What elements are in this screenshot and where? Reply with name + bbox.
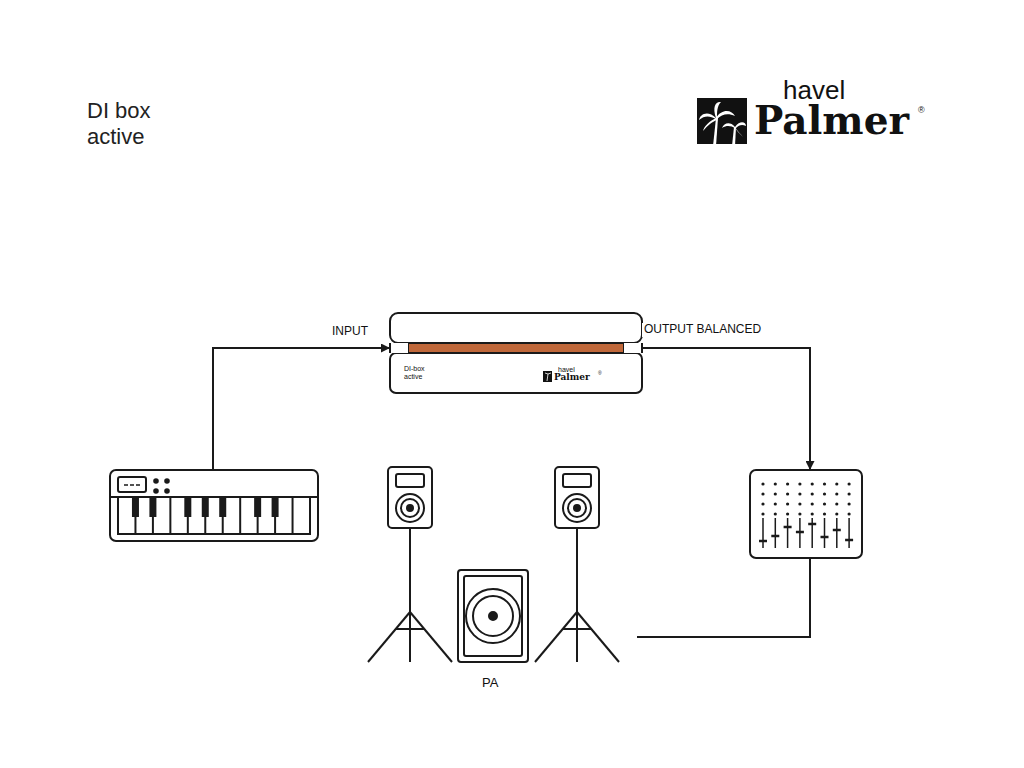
pa-system: PA: [362, 463, 637, 698]
di-box-drawing: [390, 313, 642, 393]
signal-cable: [213, 348, 390, 470]
connection-label: INPUT: [330, 325, 370, 339]
connection-label: OUTPUT BALANCED: [642, 323, 763, 337]
signal-cable: [637, 558, 810, 637]
diagram-title: DI box active: [87, 98, 167, 151]
brand-palmer: Palmer: [554, 372, 590, 382]
mixer: [750, 470, 862, 558]
di-box: DI-box activehavelPalmer®: [390, 313, 642, 393]
keyboard: [110, 470, 318, 541]
logo-palmer: Palmer: [754, 98, 909, 143]
signal-cable: [642, 348, 810, 470]
pa-drawing: [368, 467, 619, 662]
mixer-drawing: [750, 470, 862, 558]
registered-mark: ®: [598, 371, 602, 377]
keyboard-drawing: [110, 470, 318, 541]
device-label: DI-box active: [404, 365, 434, 381]
registered-mark: ®: [918, 105, 925, 115]
logo-icon: [697, 98, 747, 148]
pa-label: PA: [482, 676, 498, 691]
